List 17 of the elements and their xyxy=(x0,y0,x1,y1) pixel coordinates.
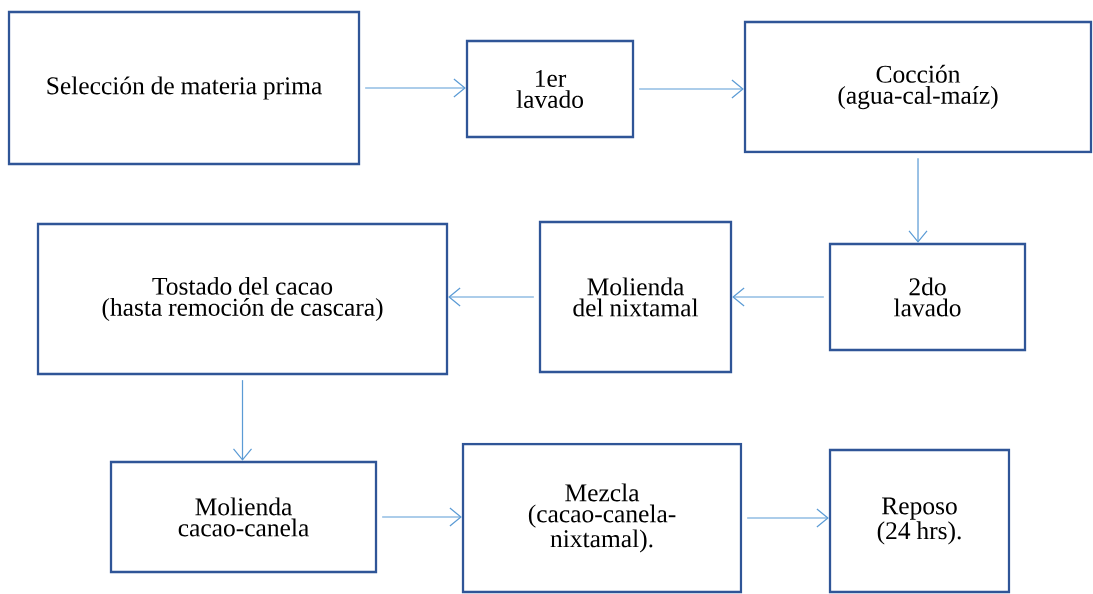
process-box: Molienda cacao-canela xyxy=(109,460,378,574)
process-box: Selección de materia prima xyxy=(7,10,361,166)
arrow xyxy=(448,287,535,307)
arrow xyxy=(232,379,253,461)
process-box: Molienda del nixtamal xyxy=(538,220,733,374)
process-box: 1er lavado xyxy=(465,39,635,139)
arrow xyxy=(908,157,928,243)
arrow xyxy=(364,78,466,98)
process-box: Tostado del cacao (hasta remoción de cascara) xyxy=(36,222,449,376)
arrow xyxy=(732,287,825,307)
process-box: 2do lavado xyxy=(828,242,1027,352)
process-box: Reposo (24 hrs). xyxy=(828,448,1011,594)
arrow xyxy=(746,508,829,528)
process-box: Cocción (agua-cal-maíz) xyxy=(743,20,1093,154)
arrow xyxy=(638,79,744,99)
process-box: Mezcla (cacao-canela-nixtamal). xyxy=(461,442,743,594)
arrow xyxy=(381,507,462,527)
